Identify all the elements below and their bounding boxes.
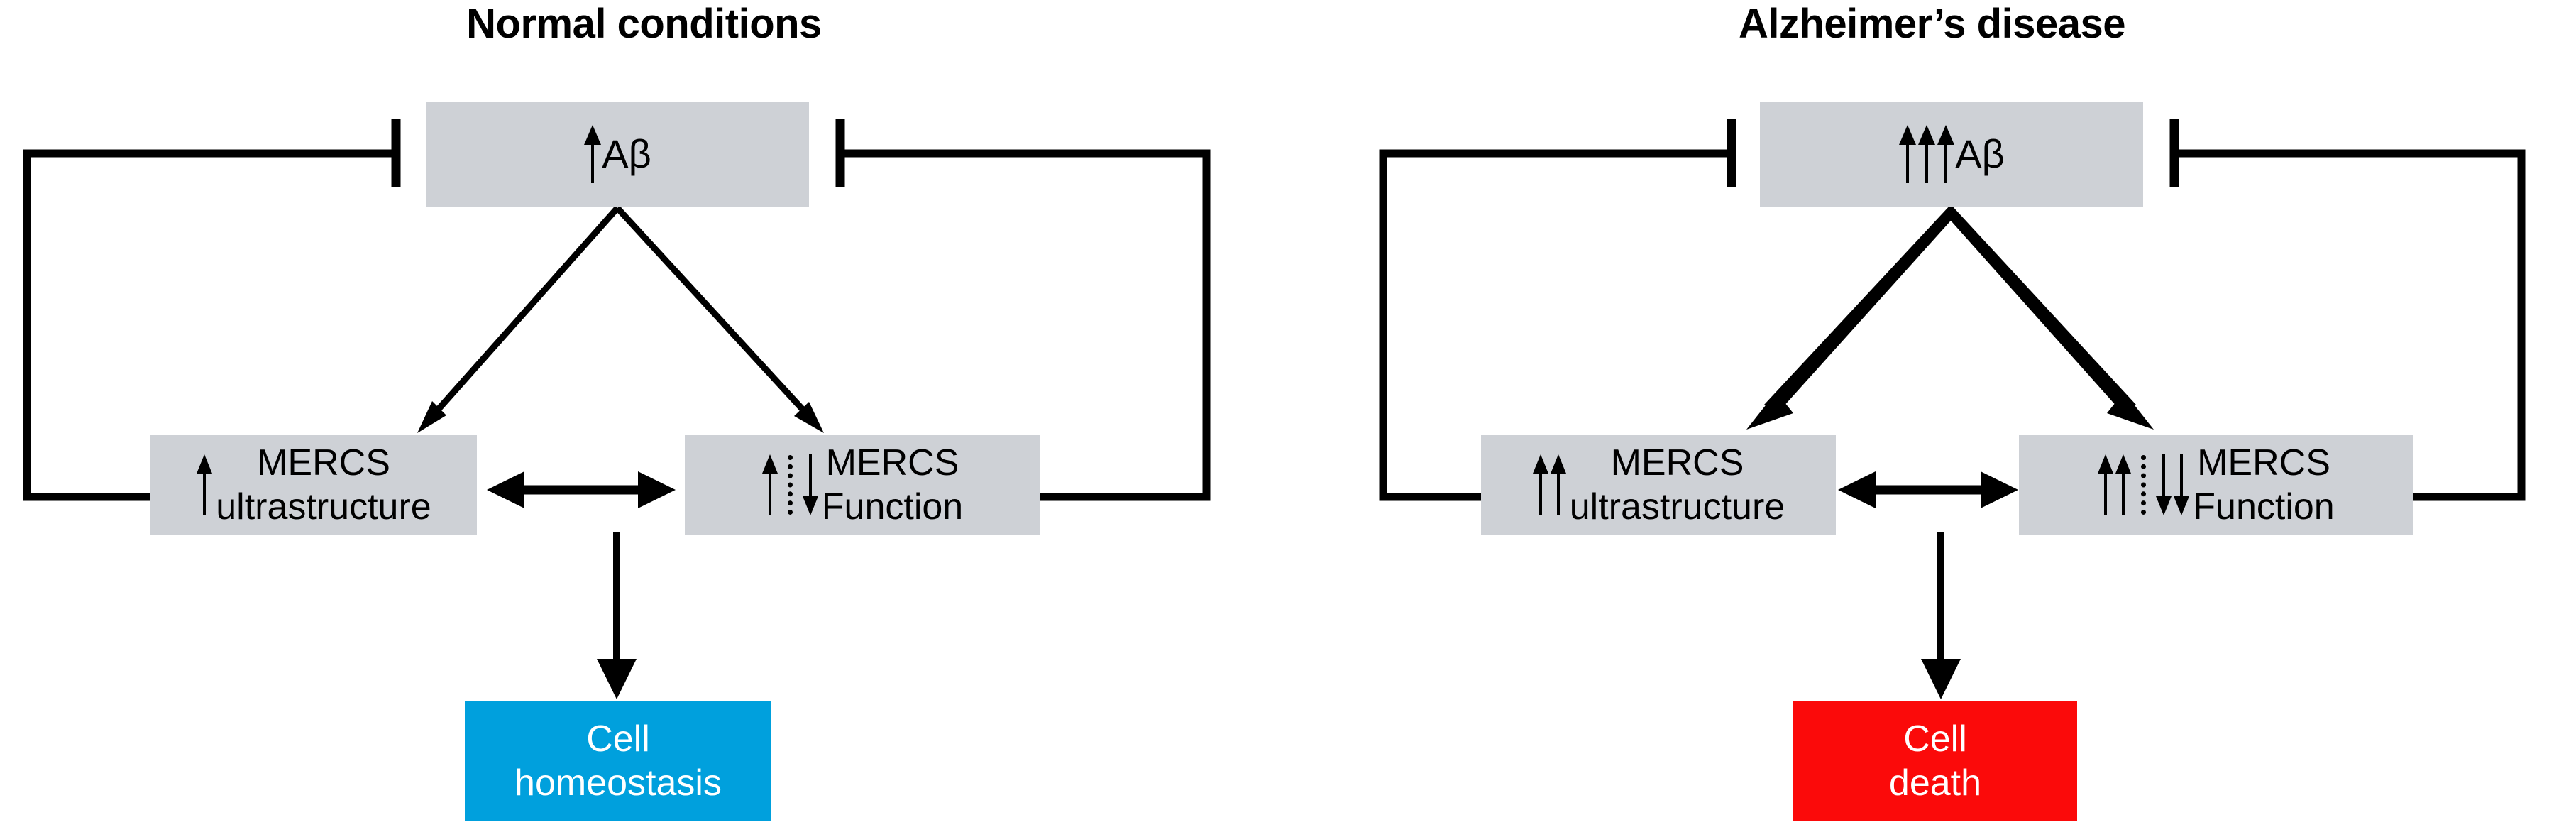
outcome-line2-alzheimers: death (1888, 762, 1982, 804)
branch-arrow-left-normal (417, 206, 620, 433)
down-arrow-icon-group-func-alzheimers (2155, 453, 2190, 517)
up-arrow-icon (1532, 454, 1548, 515)
branch-arrow-right-alzheimers (1946, 204, 2154, 430)
up-arrow-icon (197, 454, 213, 515)
panel-normal-conditions: Normal conditions (23, 1, 1211, 821)
ultrastructure-line1-normal: MERCS (257, 442, 390, 483)
outcome-line1-normal: Cell (586, 718, 650, 760)
bidirectional-arrow-alzheimers (1838, 471, 2018, 508)
node-mercs-function-alzheimers[interactable]: MERCS Function (2019, 435, 2413, 535)
abeta-content-alzheimers: Aβ (1898, 124, 2005, 185)
function-content-normal: MERCS Function (754, 441, 970, 529)
outcome-line2-normal: homeostasis (514, 762, 722, 804)
outcome-arrow-alzheimers (1921, 532, 1961, 699)
bidirectional-arrow-normal (487, 471, 676, 508)
node-outcome-cell-homeostasis[interactable]: Cell homeostasis (465, 701, 771, 821)
up-arrow-icon (584, 125, 602, 183)
ultrastructure-line1-alzheimers: MERCS (1610, 442, 1744, 483)
node-mercs-function-normal[interactable]: MERCS Function (685, 435, 1040, 535)
abeta-content-normal: Aβ (583, 124, 651, 185)
panel-alzheimers-disease: Alzheimer’s disease (1288, 0, 2576, 837)
panel-title-alzheimers: Alzheimer’s disease (1738, 1, 2126, 47)
abeta-label-alzheimers: Aβ (1955, 131, 2005, 176)
down-arrow-icon (2174, 454, 2190, 515)
down-arrow-icon (802, 454, 818, 515)
function-content-alzheimers: MERCS Function (2090, 441, 2341, 529)
up-arrow-icon (1918, 125, 1936, 183)
abeta-label-normal: Aβ (602, 131, 651, 176)
up-arrow-icon (1937, 125, 1955, 183)
function-line2-alzheimers: Function (2193, 486, 2335, 527)
down-arrow-icon-group-func-normal (802, 453, 819, 517)
node-mercs-ultrastructure-alzheimers[interactable]: MERCS ultrastructure (1481, 435, 1836, 535)
up-arrow-icon (2098, 454, 2114, 515)
function-line1-normal: MERCS (825, 442, 959, 483)
up-arrow-icon (1899, 125, 1917, 183)
up-arrow-icon (761, 454, 778, 515)
function-text-alzheimers: MERCS Function (2193, 441, 2334, 529)
ultrastructure-text-alzheimers: MERCS ultrastructure (1570, 441, 1785, 529)
up-arrow-icon-group-ultra-alzheimers (1532, 453, 1567, 517)
ultrastructure-content-alzheimers: MERCS ultrastructure (1525, 441, 1792, 529)
ultrastructure-text-normal: MERCS ultrastructure (216, 441, 431, 529)
up-arrow-icon (1550, 454, 1566, 515)
ultrastructure-line2-normal: ultrastructure (216, 486, 431, 527)
dotted-divider-alzheimers (2141, 455, 2147, 515)
function-line2-normal: Function (821, 486, 964, 527)
node-abeta-normal[interactable]: Aβ (426, 102, 809, 207)
up-arrow-icon-group-func-normal (761, 453, 778, 517)
branch-arrow-left-alzheimers (1746, 204, 1956, 430)
up-arrow-icon-group-abeta-normal (583, 124, 602, 185)
node-abeta-alzheimers[interactable]: Aβ (1760, 102, 2143, 207)
ultrastructure-content-normal: MERCS ultrastructure (189, 441, 438, 529)
up-arrow-icon-group-ultra-normal (196, 453, 213, 517)
up-arrow-icon (2115, 454, 2132, 515)
node-outcome-cell-death[interactable]: Cell death (1793, 701, 2077, 821)
up-arrow-icon-group-abeta-alzheimers (1898, 124, 1955, 185)
branch-arrow-right-normal (615, 205, 824, 433)
up-arrow-icon-group-func-alzheimers (2097, 453, 2132, 517)
dotted-divider-normal (787, 455, 793, 515)
function-line1-alzheimers: MERCS (2197, 442, 2330, 483)
down-arrow-icon (2156, 454, 2172, 515)
function-text-normal: MERCS Function (822, 441, 963, 529)
outcome-line1-alzheimers: Cell (1903, 718, 1967, 760)
panel-title-normal: Normal conditions (466, 1, 822, 47)
node-mercs-ultrastructure-normal[interactable]: MERCS ultrastructure (150, 435, 477, 535)
outcome-arrow-normal (597, 532, 637, 699)
ultrastructure-line2-alzheimers: ultrastructure (1569, 486, 1785, 527)
